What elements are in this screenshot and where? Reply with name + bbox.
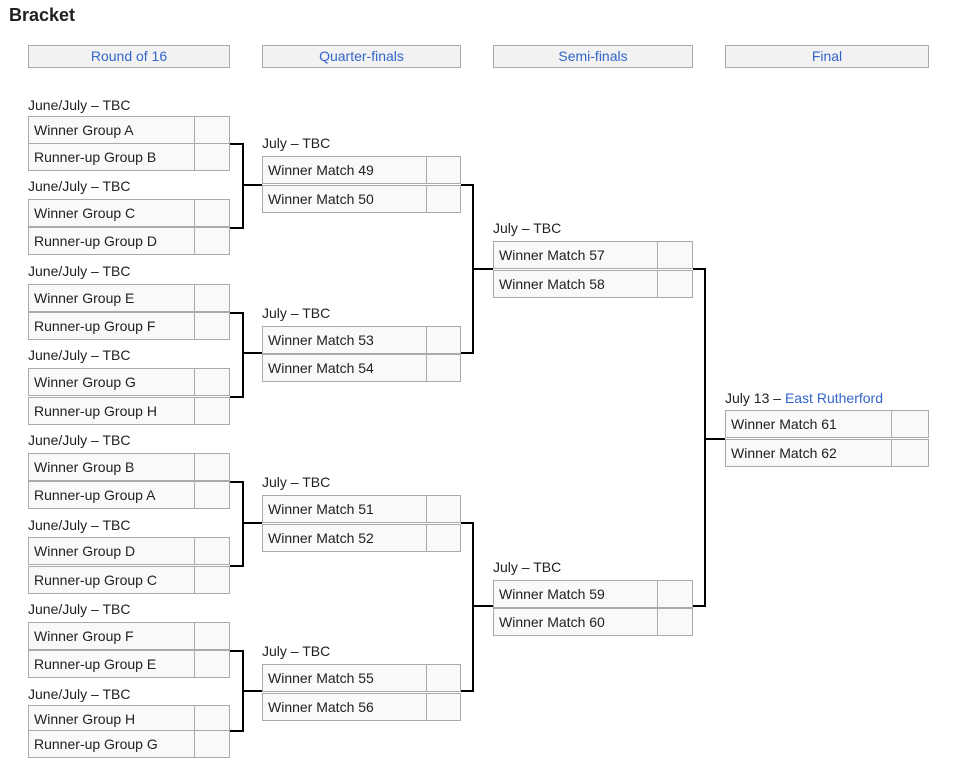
match-date: June/July – TBC [28, 263, 131, 279]
team-cell: Runner-up Group E [28, 650, 195, 678]
team-cell: Winner Match 54 [262, 354, 427, 382]
round-header-final[interactable]: Final [725, 45, 929, 68]
team-cell: Runner-up Group F [28, 312, 195, 340]
round-header-link[interactable]: Round of 16 [90, 48, 168, 64]
team-cell: Runner-up Group A [28, 481, 195, 509]
connector-line [230, 481, 262, 567]
score-cell [194, 537, 230, 565]
team-cell: Winner Match 50 [262, 185, 427, 213]
team-cell: Winner Group A [28, 116, 195, 144]
team-cell: Runner-up Group B [28, 143, 195, 171]
team-cell: Winner Group G [28, 368, 195, 396]
team-cell: Winner Match 51 [262, 495, 427, 523]
match-date: June/July – TBC [28, 178, 131, 194]
score-cell [194, 143, 230, 171]
score-cell [657, 608, 693, 636]
score-cell [194, 116, 230, 144]
match-date: July 13 – East Rutherford [725, 390, 883, 406]
match-date: July – TBC [262, 135, 331, 151]
match-date: July – TBC [262, 643, 331, 659]
connector-line [461, 184, 493, 354]
score-cell [426, 693, 461, 721]
team-cell: Winner Match 58 [493, 270, 658, 298]
score-cell [194, 481, 230, 509]
score-cell [194, 227, 230, 255]
match-date: June/July – TBC [28, 432, 131, 448]
connector-line [461, 522, 493, 692]
team-cell: Winner Match 56 [262, 693, 427, 721]
score-cell [194, 284, 230, 312]
team-cell: Winner Match 61 [725, 410, 892, 438]
score-cell [194, 650, 230, 678]
score-cell [194, 622, 230, 650]
score-cell [194, 730, 230, 758]
round-header-link[interactable]: Semi-finals [558, 48, 628, 64]
match-date: June/July – TBC [28, 347, 131, 363]
round-header-round-of-16[interactable]: Round of 16 [28, 45, 230, 68]
team-cell: Winner Match 59 [493, 580, 658, 608]
match-date: June/July – TBC [28, 601, 131, 617]
match-date: June/July – TBC [28, 517, 131, 533]
score-cell [891, 439, 929, 467]
team-cell: Runner-up Group C [28, 566, 195, 594]
round-header-semi-finals[interactable]: Semi-finals [493, 45, 693, 68]
team-cell: Winner Group F [28, 622, 195, 650]
score-cell [891, 410, 929, 438]
connector-line [230, 650, 262, 732]
match-date: July – TBC [262, 305, 331, 321]
score-cell [426, 524, 461, 552]
round-header-quarter-finals[interactable]: Quarter-finals [262, 45, 461, 68]
score-cell [194, 453, 230, 481]
match-date: July – TBC [262, 474, 331, 490]
team-cell: Winner Match 49 [262, 156, 427, 184]
connector-line [230, 143, 262, 229]
team-cell: Winner Match 52 [262, 524, 427, 552]
match-date: July – TBC [493, 220, 562, 236]
score-cell [194, 397, 230, 425]
score-cell [657, 270, 693, 298]
venue-link[interactable]: East Rutherford [784, 390, 883, 406]
score-cell [657, 241, 693, 269]
match-date-text: July 13 – [725, 390, 785, 406]
connector-line [230, 312, 262, 398]
team-cell: Runner-up Group H [28, 397, 195, 425]
score-cell [194, 368, 230, 396]
score-cell [426, 664, 461, 692]
match-date: June/July – TBC [28, 97, 131, 113]
score-cell [426, 354, 461, 382]
score-cell [194, 566, 230, 594]
connector-line [693, 268, 725, 607]
score-cell [194, 199, 230, 227]
round-header-link[interactable]: Final [811, 48, 843, 64]
team-cell: Runner-up Group D [28, 227, 195, 255]
score-cell [657, 580, 693, 608]
team-cell: Runner-up Group G [28, 730, 195, 758]
score-cell [426, 156, 461, 184]
match-date: June/July – TBC [28, 686, 131, 702]
score-cell [426, 495, 461, 523]
team-cell: Winner Match 53 [262, 326, 427, 354]
match-date: July – TBC [493, 559, 562, 575]
team-cell: Winner Match 60 [493, 608, 658, 636]
score-cell [426, 326, 461, 354]
team-cell: Winner Group C [28, 199, 195, 227]
team-cell: Winner Match 62 [725, 439, 892, 467]
round-header-link[interactable]: Quarter-finals [319, 48, 404, 64]
team-cell: Winner Group D [28, 537, 195, 565]
score-cell [194, 705, 230, 733]
team-cell: Winner Match 55 [262, 664, 427, 692]
score-cell [426, 185, 461, 213]
page-title: Bracket [9, 5, 76, 25]
score-cell [194, 312, 230, 340]
team-cell: Winner Match 57 [493, 241, 658, 269]
team-cell: Winner Group B [28, 453, 195, 481]
